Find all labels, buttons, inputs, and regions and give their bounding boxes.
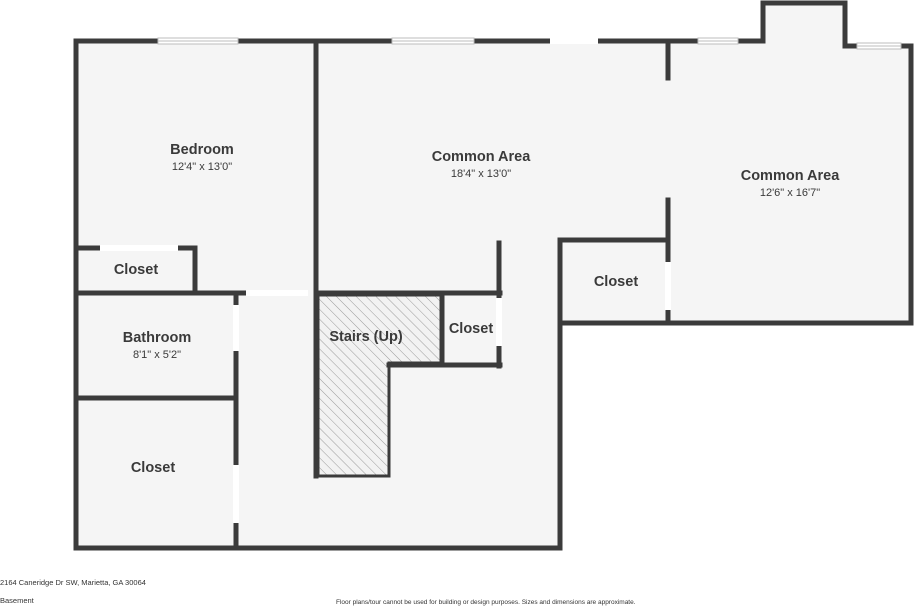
stairs-label: Stairs (Up) [329,329,402,345]
common-area-1-dimensions: 18'4" x 13'0" [451,168,511,180]
disclaimer-text: Floor plans/tour cannot be used for buil… [336,599,636,606]
door-bathroom [233,305,239,351]
common-area-2-label: Common Area [741,168,840,184]
outer-wall [73,0,914,551]
bottom-closet-label: Closet [131,460,175,476]
common-area-2-dimensions: 12'6" x 16'7" [760,187,820,199]
bedroom-label: Bedroom [170,142,234,158]
floor-area [76,3,911,548]
door-right-closet [665,262,671,310]
door-bedroom-closet [100,245,178,251]
bathroom-dimensions: 8'1" x 5'2" [133,349,181,361]
door-stair-closet [496,298,502,346]
right-closet-label: Closet [594,274,638,290]
stair-closet-label: Closet [449,321,493,337]
opening-top-wall [550,38,598,44]
bathroom-label: Bathroom [123,330,191,346]
door-bottom-closet [233,465,239,523]
floor-fill [76,3,911,548]
common-area-1-label: Common Area [432,149,531,165]
door-hall-top [246,290,308,296]
floor-level-label: Basement [0,596,34,605]
room-labels: Bedroom 12'4" x 13'0" Common Area 18'4" … [114,142,840,476]
bedroom-dimensions: 12'4" x 13'0" [172,161,232,173]
bedroom-closet-label: Closet [114,262,158,278]
openings [100,38,671,523]
windows [157,37,902,50]
property-address: 2164 Caneridge Dr SW, Marietta, GA 30064 [0,578,146,587]
